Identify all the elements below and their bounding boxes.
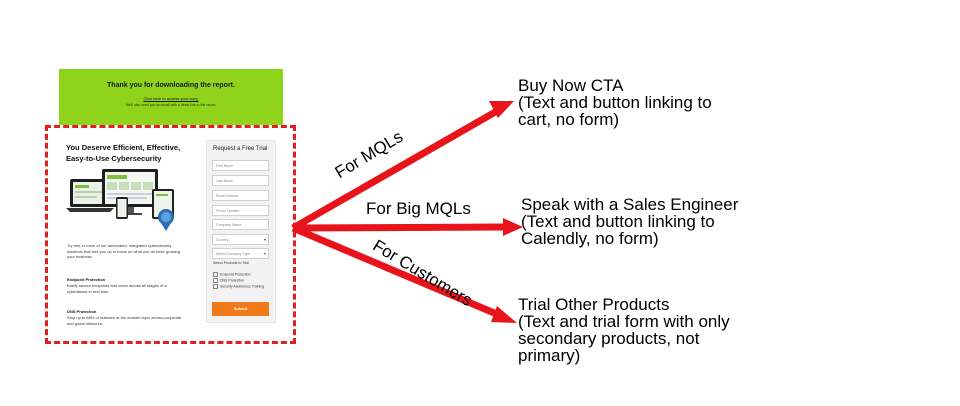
company-name-field[interactable]: Company Name	[212, 219, 269, 230]
banner-title: Thank you for downloading the report.	[107, 82, 235, 89]
checkbox-icon	[213, 284, 218, 289]
country-select[interactable]: Country... ▾	[212, 234, 269, 245]
outcome-desc-line: (Text and button linking to	[521, 212, 715, 231]
outcome-desc-line: secondary products, not	[518, 329, 700, 348]
thank-you-banner: Thank you for downloading the report. Cl…	[59, 69, 283, 125]
company-type-value: Select Company Type	[216, 252, 251, 256]
landing-heading-line2: Easy-to-Use Cybersecurity	[66, 154, 162, 163]
country-select-value: Country...	[216, 238, 231, 242]
form-title: Request a Free Trial	[213, 146, 268, 152]
dns-title: DNS Protection	[67, 309, 97, 314]
banner-link[interactable]: Click here to access your copy.	[143, 96, 199, 101]
landing-heading-line1: You Deserve Efficient, Effective,	[66, 143, 181, 152]
outcome-buy-now: Buy Now CTA (Text and button linking to …	[518, 77, 712, 128]
arrowhead-icon	[489, 101, 514, 118]
outcome-trial-other: Trial Other Products (Text and trial for…	[518, 296, 730, 364]
outcome-desc-line: cart, no form)	[518, 110, 620, 129]
outcome-desc-line: primary)	[518, 346, 581, 365]
product-label: Security Awareness Training	[220, 284, 265, 289]
arrowhead-icon	[491, 306, 517, 323]
product-label: Endpoint Protection	[220, 272, 251, 277]
endpoint-text: Easily secure endpoints and users across…	[67, 283, 167, 294]
outcome-title: Buy Now CTA	[518, 76, 624, 95]
outcome-desc-line: (Text and button linking to	[518, 93, 712, 112]
chevron-down-icon: ▾	[263, 237, 266, 242]
submit-button[interactable]: Submit	[212, 302, 269, 316]
product-checkbox-dns[interactable]: DNS Protection	[213, 278, 244, 283]
outcome-desc-line: (Text and trial form with only	[518, 312, 730, 331]
outcome-title: Speak with a Sales Engineer	[521, 195, 739, 214]
email-field[interactable]: Email Address	[212, 190, 269, 201]
chevron-down-icon: ▾	[263, 251, 266, 256]
arrow-to-sales-engineer	[292, 223, 506, 232]
devices-illustration	[66, 169, 174, 231]
product-label: DNS Protection	[220, 278, 245, 283]
checkbox-icon	[213, 278, 218, 283]
checkbox-icon	[213, 272, 218, 277]
last-name-field[interactable]: Last Name	[212, 175, 269, 186]
arrow-to-buy-now	[291, 107, 499, 232]
arrowhead-icon	[503, 218, 523, 236]
phone-field[interactable]: Phone Number	[212, 205, 269, 216]
endpoint-title: Endpoint Protection	[67, 277, 106, 282]
product-checkbox-sat[interactable]: Security Awareness Training	[213, 284, 269, 289]
arrow-to-trial-other	[291, 224, 501, 319]
company-type-select[interactable]: Select Company Type ▾	[212, 248, 269, 259]
products-label: Select Products to Trial	[213, 261, 249, 265]
outcome-sales-engineer: Speak with a Sales Engineer (Text and bu…	[521, 196, 738, 247]
outcome-title: Trial Other Products	[518, 295, 670, 314]
outcome-desc-line: Calendly, no form)	[521, 229, 659, 248]
landing-intro: Try one or more of our automated, integr…	[67, 243, 180, 259]
first-name-field[interactable]: First Name	[212, 160, 269, 171]
edge-label-big-mqls: For Big MQLs	[366, 199, 471, 218]
banner-note: We'll also send you an email with a dire…	[125, 103, 217, 107]
product-checkbox-endpoint[interactable]: Endpoint Protection	[213, 272, 251, 277]
dns-text: Stop up to 88% of malware at the domain …	[67, 315, 182, 326]
landing-heading: You Deserve Efficient, Effective, Easy-t…	[66, 142, 196, 164]
